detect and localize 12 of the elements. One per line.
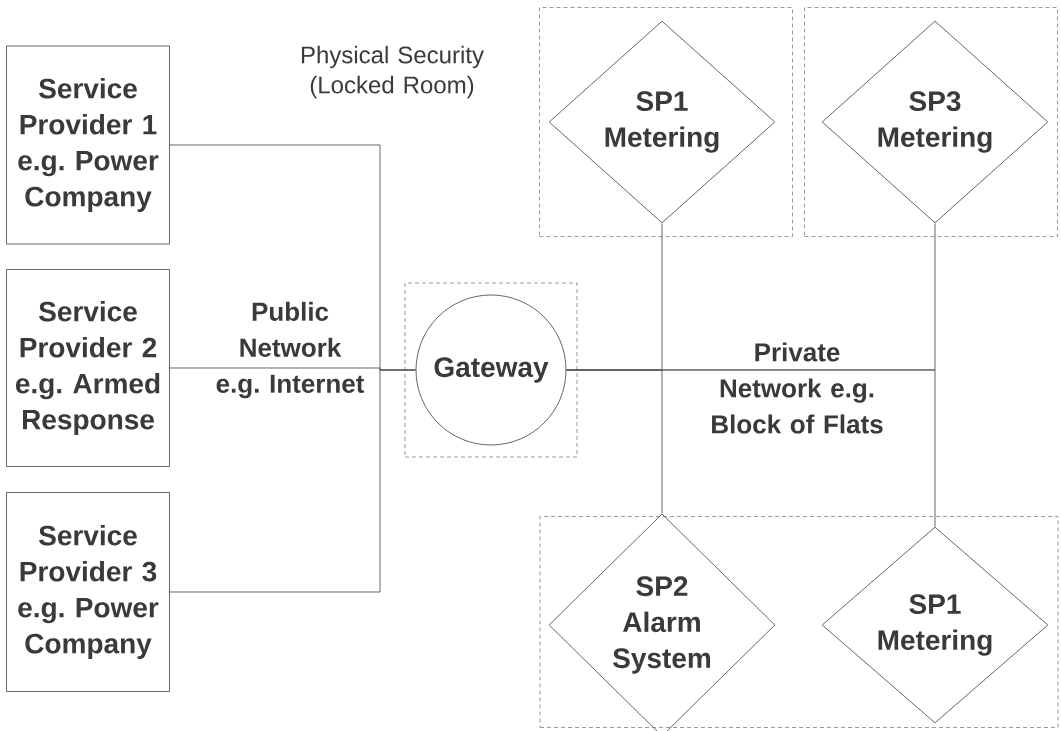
zone-label: Physical Security (Locked Room) xyxy=(301,45,484,99)
provider-box: Service Provider 2 e.g. Armed Response xyxy=(6,269,170,467)
security-zone xyxy=(804,7,1058,237)
security-zone xyxy=(539,516,1059,728)
security-zone xyxy=(539,7,793,237)
provider-box: Service Provider 1 e.g. Power Company xyxy=(6,45,170,245)
security-zone xyxy=(404,282,578,458)
network-label: Public Network e.g. Internet xyxy=(216,301,365,399)
connector-line xyxy=(566,369,936,527)
connector-line xyxy=(169,369,416,593)
provider-box: Service Provider 3 e.g. Power Company xyxy=(6,492,170,692)
network-label: Private Network e.g. Block of Flats xyxy=(712,342,883,434)
